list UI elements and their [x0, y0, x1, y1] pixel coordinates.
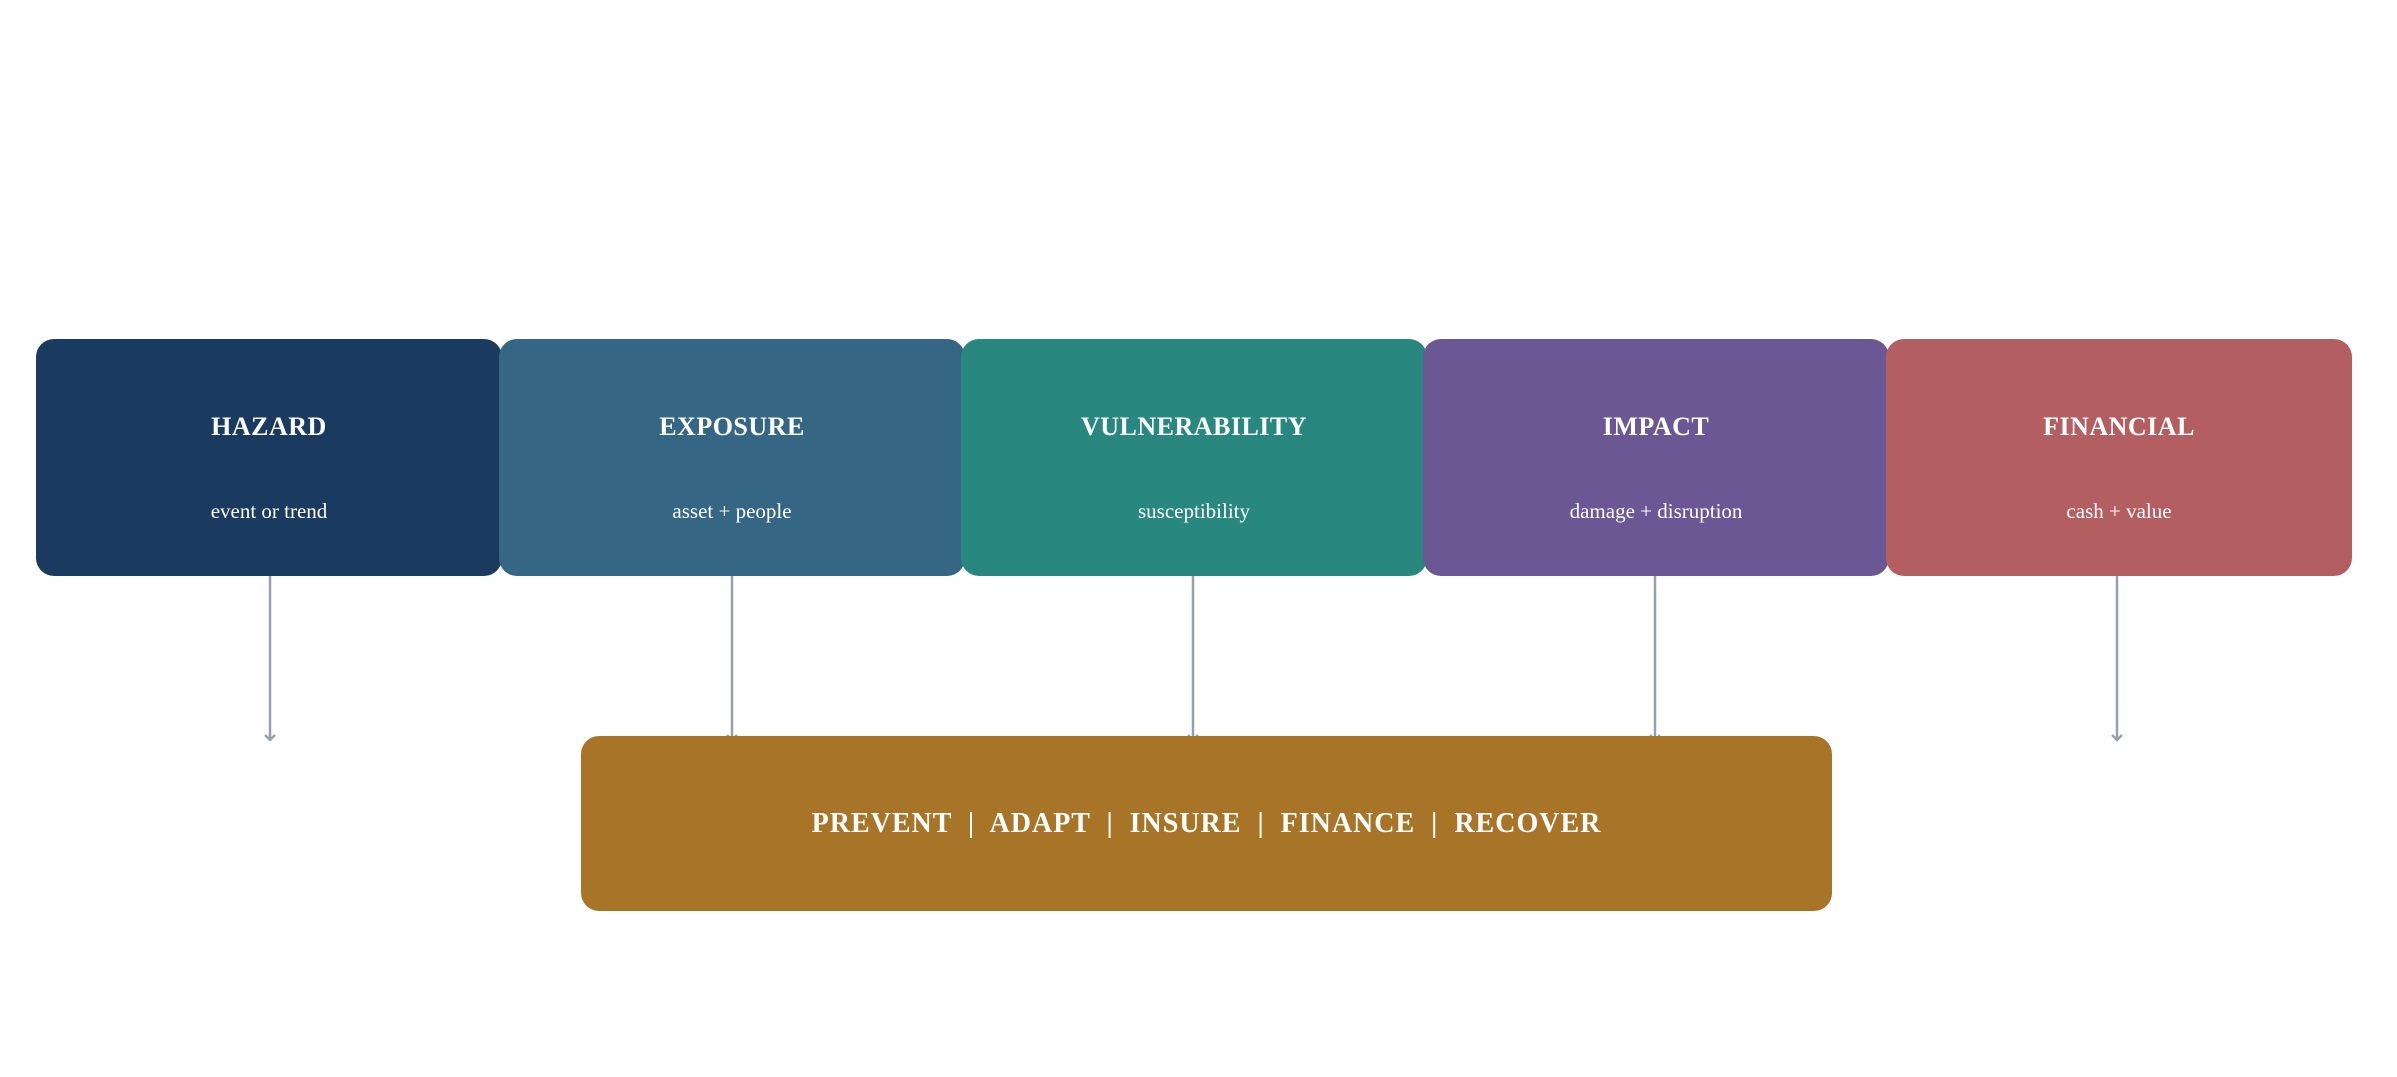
node-subtitle: event or trend	[210, 499, 328, 523]
node-title: IMPACT	[1602, 412, 1710, 441]
node-title: FINANCIAL	[2043, 412, 2195, 441]
node-subtitle: asset + people	[672, 499, 792, 523]
node-subtitle: susceptibility	[1138, 499, 1250, 523]
node-subtitle: damage + disruption	[1569, 499, 1743, 523]
node-financial: FINANCIAL cash + value	[1886, 339, 2352, 576]
node-title: HAZARD	[211, 412, 327, 441]
node-exposure: EXPOSURE asset + people	[499, 339, 965, 576]
node-vulnerability: VULNERABILITY susceptibility	[961, 339, 1427, 576]
node-subtitle: cash + value	[2066, 499, 2172, 523]
node-hazard: HAZARD event or trend	[36, 339, 502, 576]
response-bar-label: PREVENT | ADAPT | INSURE | FINANCE | REC…	[811, 808, 1602, 839]
node-impact: IMPACT damage + disruption	[1423, 339, 1889, 576]
node-title: EXPOSURE	[659, 412, 805, 441]
node-title: VULNERABILITY	[1080, 412, 1308, 441]
response-bar: PREVENT | ADAPT | INSURE | FINANCE | REC…	[581, 736, 1832, 911]
